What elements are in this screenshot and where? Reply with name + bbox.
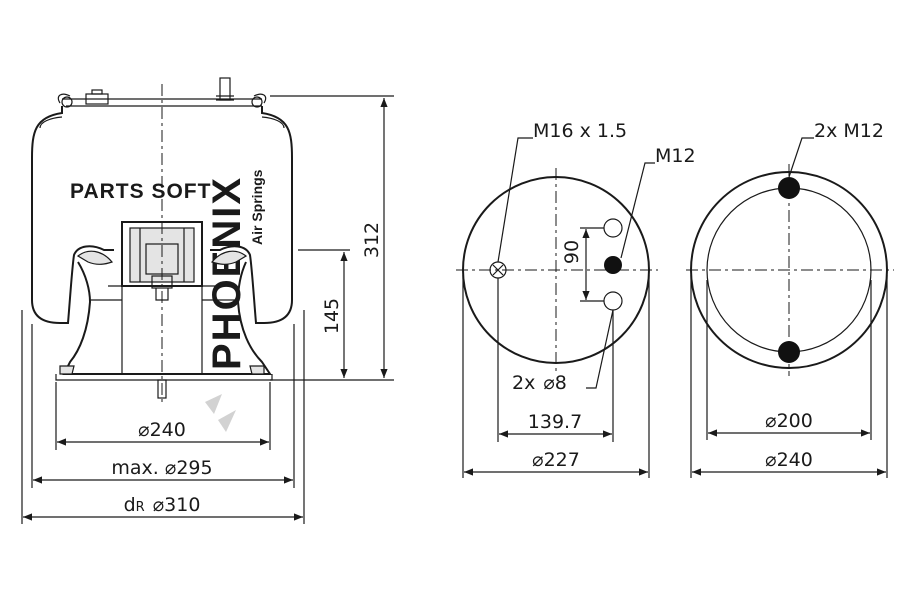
dim-inner-diameter: ⌀200 <box>765 410 813 432</box>
dim-max-diameter: max. ⌀295 <box>111 457 212 479</box>
m12-thread-bottom <box>778 341 800 363</box>
label-m16-thread: M16 x 1.5 <box>533 120 627 142</box>
label-bottom-threads: 2x M12 <box>814 120 884 142</box>
m12-thread-hole <box>604 256 622 274</box>
hole-lower <box>603 291 623 311</box>
side-view: 312 145 ⌀240 max. ⌀295 dR⌀310 <box>21 77 394 524</box>
m12-thread-top <box>778 177 800 199</box>
dim-outer-diameter: ⌀240 <box>765 449 813 471</box>
dim-bolt-circle: 139.7 <box>528 411 582 433</box>
top-plate-view: 90 M16 x 1.5 M12 2x⌀8 139.7 ⌀227 <box>456 120 696 478</box>
dim-reference-diameter: dR⌀310 <box>124 494 201 516</box>
dim-hole-spacing: 90 <box>561 240 583 264</box>
bottom-stud <box>157 379 167 399</box>
watermark-logo-shape <box>205 394 236 432</box>
bottom-view: 2x M12 ⌀200 ⌀240 <box>686 120 894 478</box>
watermark-stamp: PARTS SOFT <box>70 180 211 203</box>
dim-height-piston: 145 <box>321 298 343 334</box>
label-m12-thread: M12 <box>655 145 696 167</box>
brand-watermark: PHOENIX Air Springs <box>205 169 265 432</box>
label-holes: 2x⌀8 <box>512 372 567 394</box>
top-plate <box>62 98 262 107</box>
hole-upper <box>603 218 623 238</box>
piston <box>62 261 272 375</box>
watermark-tagline: Air Springs <box>249 169 265 245</box>
dim-height-total: 312 <box>361 222 383 258</box>
top-stud <box>219 77 231 101</box>
dim-piston-diameter: ⌀240 <box>138 419 186 441</box>
bellows <box>31 106 293 324</box>
dim-plate-diameter: ⌀227 <box>532 449 580 471</box>
